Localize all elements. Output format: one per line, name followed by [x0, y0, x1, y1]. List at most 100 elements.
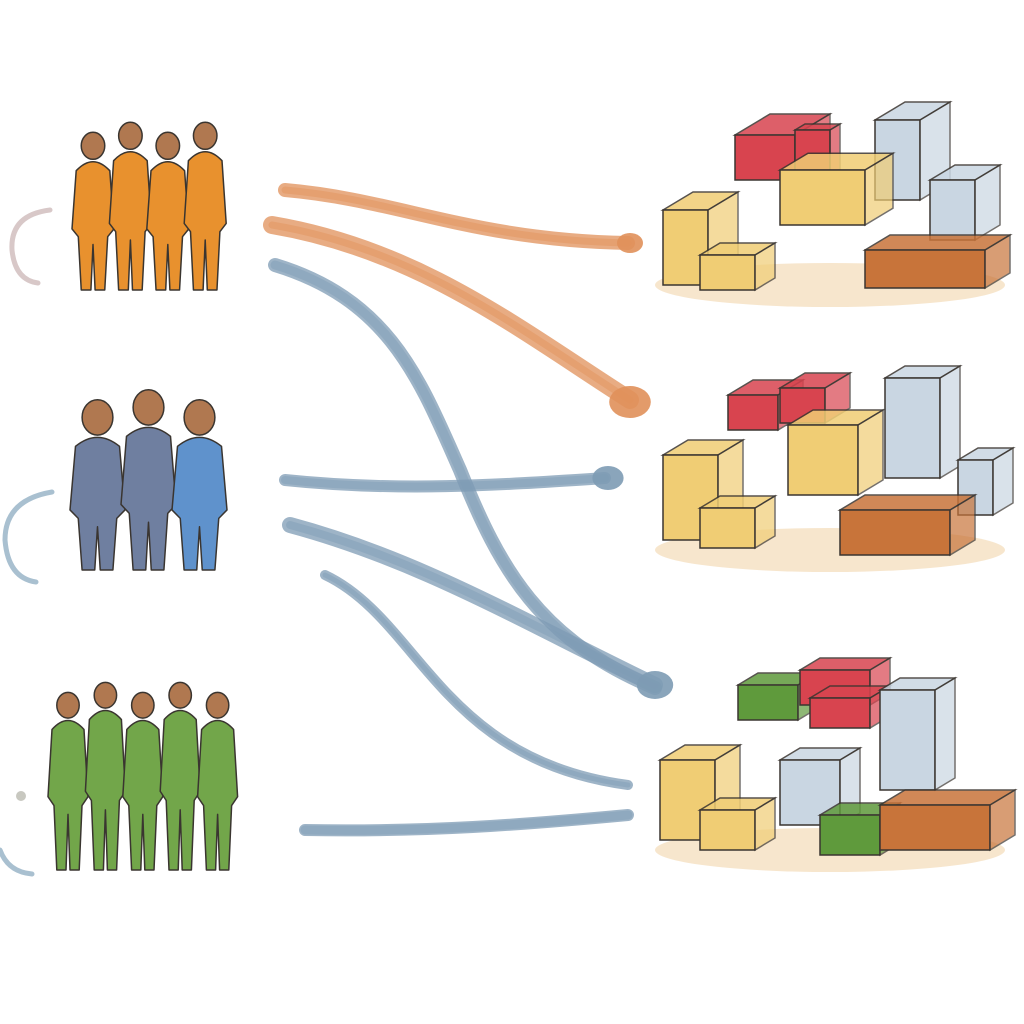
arc-decoration [9, 207, 53, 286]
box-front [779, 169, 866, 226]
box-side [754, 796, 776, 852]
decorative-arcs [0, 207, 55, 877]
person-head [80, 131, 106, 161]
box-icon [927, 163, 1003, 242]
flow-arrow [263, 216, 651, 418]
box-front [699, 809, 756, 851]
person-body [196, 719, 239, 871]
flow-path [320, 570, 633, 790]
person-head [130, 691, 155, 719]
box-front [929, 179, 976, 241]
person-body [108, 150, 153, 291]
box-icon [862, 233, 1013, 290]
dot-decoration [16, 791, 26, 801]
arrowhead-icon [592, 466, 624, 490]
person-body [69, 436, 126, 571]
person-body [47, 719, 89, 871]
box-icon [817, 801, 903, 857]
box-icon [837, 493, 978, 557]
box-side [754, 494, 776, 550]
box-side [864, 151, 894, 227]
person-head [93, 681, 118, 709]
arrowhead-icon [636, 671, 674, 699]
person-icon [47, 691, 89, 871]
person-body [71, 160, 115, 291]
person-head [168, 681, 193, 709]
box-clusters [655, 100, 1018, 872]
person-head [117, 121, 143, 151]
arc-decoration [2, 489, 55, 585]
arc-decoration [0, 847, 35, 877]
box-side [984, 233, 1011, 290]
person-icon [84, 681, 127, 871]
flow-arrows [263, 183, 674, 837]
orange-team-people-icon [71, 121, 227, 291]
box-front [839, 509, 951, 556]
box-icon [882, 364, 963, 480]
box-front [879, 689, 936, 791]
person-icon [71, 131, 115, 291]
person-head [183, 398, 216, 436]
box-front [699, 254, 756, 291]
flow-path [282, 517, 663, 693]
box-front [809, 697, 871, 729]
person-body [171, 436, 228, 571]
person-head [155, 131, 181, 161]
person-icon [146, 131, 190, 291]
person-body [84, 709, 127, 871]
flow-path [263, 216, 639, 409]
person-icon [122, 691, 164, 871]
person-body [159, 709, 201, 871]
box-front [727, 394, 779, 431]
box-icon [877, 788, 1018, 852]
person-icon [120, 388, 177, 571]
person-icon [171, 398, 228, 571]
flow-arrow [278, 183, 643, 253]
box-front [787, 424, 859, 496]
box-front [879, 804, 991, 851]
person-head [56, 691, 80, 719]
person-head [132, 388, 165, 426]
box-side [949, 493, 976, 557]
person-icon [183, 121, 227, 291]
flow-path [299, 809, 634, 837]
box-icon [697, 796, 778, 852]
flow-arrow [299, 809, 634, 837]
box-front [819, 814, 881, 856]
box-icon [807, 684, 893, 730]
box-side [754, 241, 776, 292]
people-groups [47, 121, 239, 871]
box-icon [877, 676, 958, 792]
box-side [992, 446, 1014, 517]
green-team-people-icon [47, 681, 239, 871]
box-side [989, 788, 1016, 852]
box-side [934, 676, 956, 792]
box-cluster-icon [655, 656, 1018, 872]
box-front [884, 377, 941, 479]
box-side [974, 163, 1001, 242]
person-head [81, 398, 114, 436]
flow-arrow [282, 517, 674, 699]
flow-arrow [320, 570, 633, 790]
arrowhead-icon [617, 233, 643, 253]
person-icon [159, 681, 201, 871]
flow-arrow [279, 466, 624, 493]
person-icon [196, 691, 239, 871]
box-icon [785, 408, 886, 497]
arrowhead-icon [609, 386, 651, 418]
person-body [122, 719, 164, 871]
box-front [864, 249, 986, 289]
box-side [857, 408, 884, 497]
person-body [183, 150, 227, 291]
box-icon [697, 494, 778, 550]
box-front [737, 684, 799, 721]
flow-path [279, 472, 611, 493]
box-icon [697, 241, 778, 292]
person-head [205, 691, 230, 719]
person-icon [108, 121, 153, 291]
box-side [939, 364, 961, 480]
person-body [120, 426, 177, 571]
person-body [146, 160, 190, 291]
flow-path [278, 183, 635, 250]
